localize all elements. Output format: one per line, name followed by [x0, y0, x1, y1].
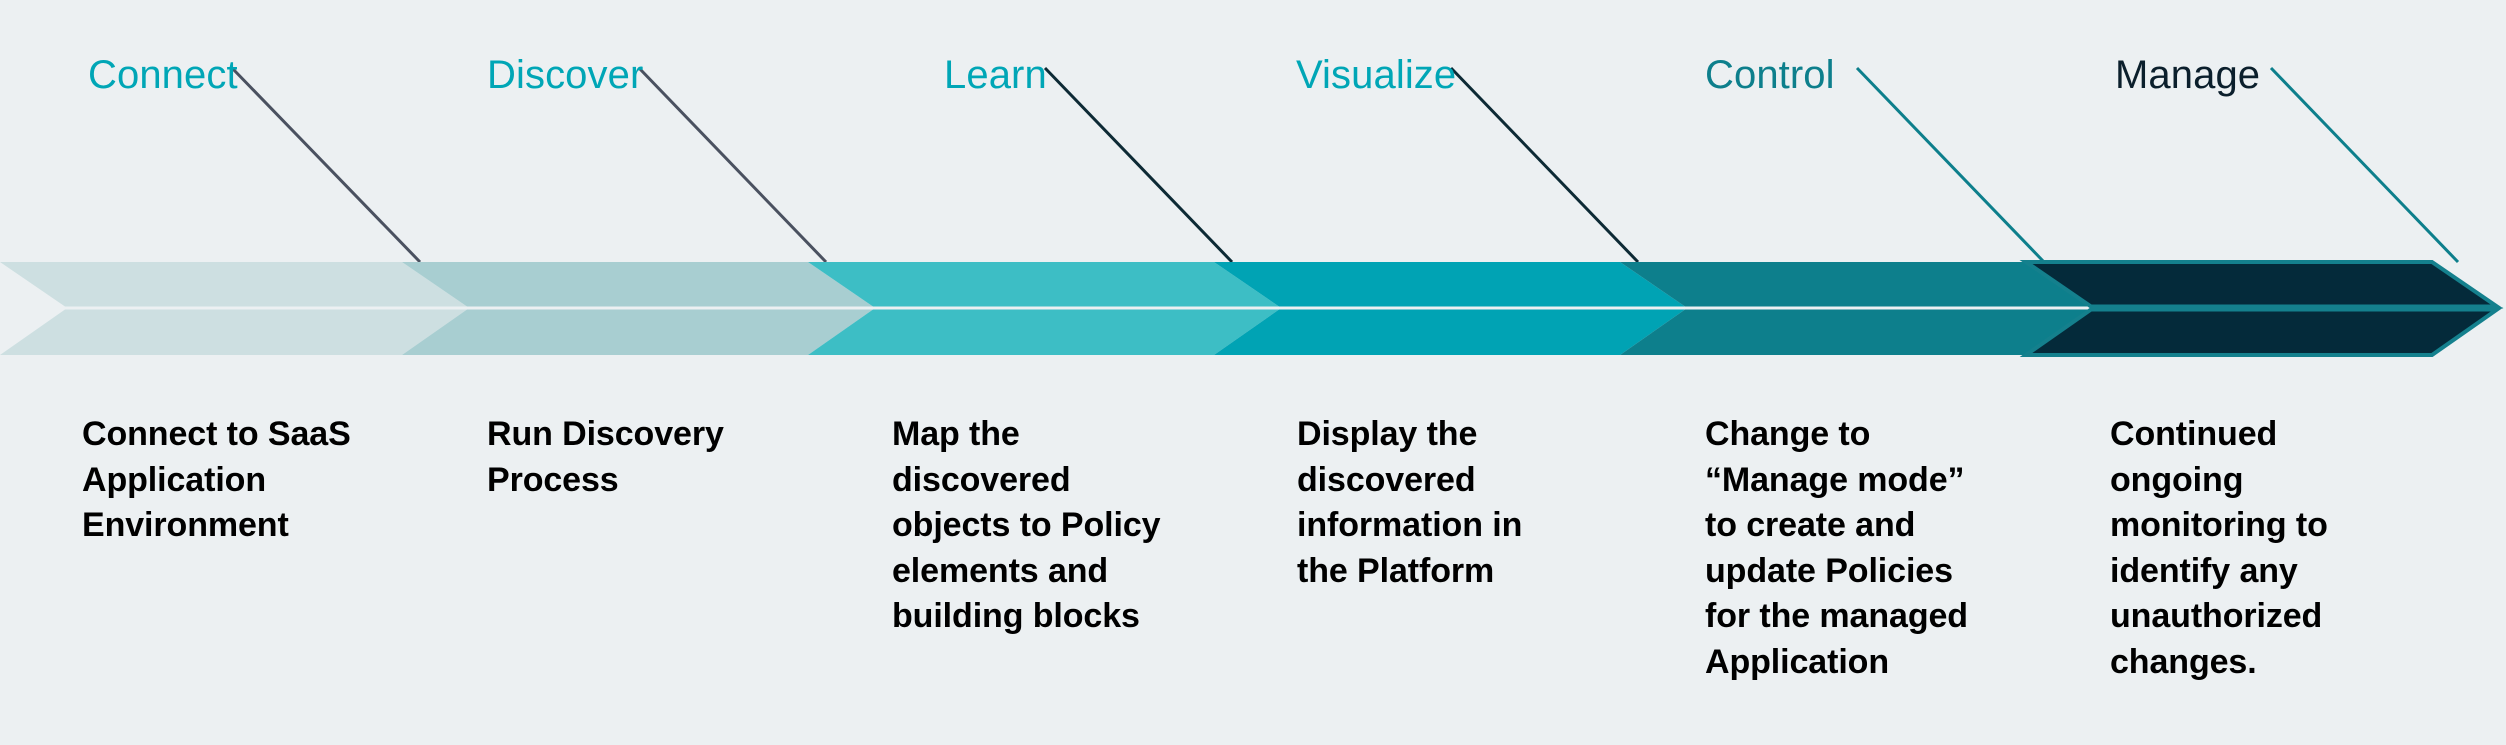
step-description-2: Run Discovery Process	[487, 415, 724, 499]
leader-line-step-6	[2269, 66, 2460, 264]
step-description-4: Display the discovered information in th…	[1297, 415, 1523, 590]
chevron-step-5-top	[1620, 262, 2091, 307]
chevron-step-3-bottom	[808, 309, 1279, 355]
step-description-6: Continued ongoing monitoring to identify…	[2110, 415, 2328, 681]
stage-label-discover: Discover	[487, 53, 644, 97]
stage-label-connect: Connect	[88, 53, 238, 97]
chevron-step-4-top	[1214, 262, 1685, 307]
leader-line-step-3	[1043, 66, 1234, 264]
chevron-step-6-bottom	[2019, 307, 2504, 357]
chevron-step-4-bottom	[1214, 309, 1685, 355]
stage-label-visualize: Visualize	[1296, 53, 1457, 97]
chevron-step-6-top	[2019, 260, 2504, 309]
leader-line-step-5	[1855, 66, 2046, 264]
leader-line-step-1	[230, 66, 422, 264]
leader-line-step-2	[637, 66, 828, 264]
step-description-3: Map the discovered objects to Policy ele…	[892, 415, 1161, 636]
chevron-step-3-top	[808, 262, 1279, 307]
chevron-step-1-bottom	[0, 309, 467, 355]
chevron-shapes-group	[0, 260, 2504, 357]
leader-line-step-4	[1449, 66, 1640, 264]
chevron-step-1-top	[0, 262, 467, 307]
chevron-step-2-top	[402, 262, 873, 307]
stage-label-control: Control	[1705, 53, 1835, 97]
step-description-5: Change to “Manage mode” to create and up…	[1705, 415, 1968, 681]
stage-label-manage: Manage	[2115, 53, 2261, 97]
chevron-step-5-bottom	[1620, 309, 2091, 355]
chevron-step-2-bottom	[402, 309, 873, 355]
leader-lines-group	[230, 66, 2460, 264]
stage-label-learn: Learn	[944, 53, 1047, 97]
step-description-1: Connect to SaaS Application Environment	[82, 415, 351, 545]
